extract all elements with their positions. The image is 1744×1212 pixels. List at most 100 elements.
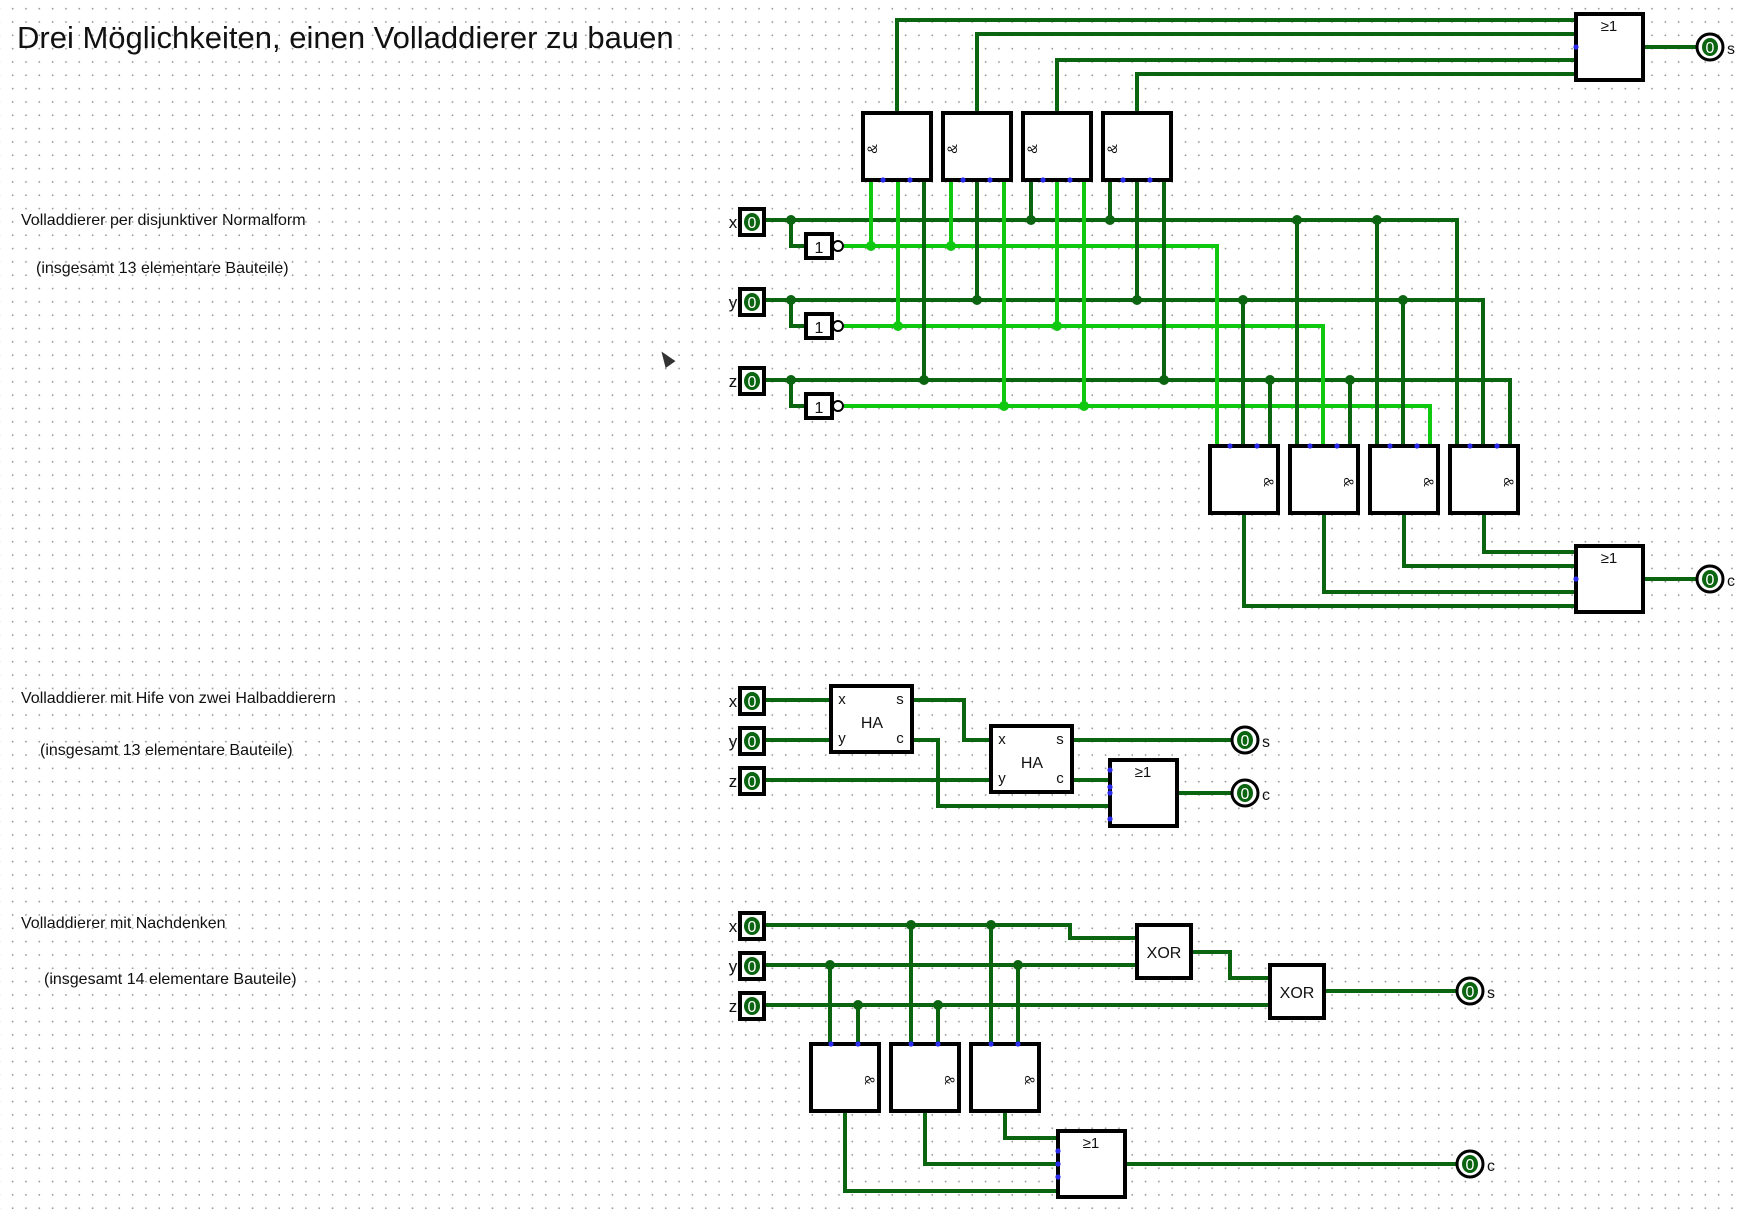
and-gate-3-2[interactable]: [889, 1042, 961, 1113]
or-gate-ha-symbol: ≥1: [1135, 764, 1152, 781]
wire-junction: [1132, 295, 1142, 305]
or-gate-ha[interactable]: [1108, 758, 1179, 828]
and-gate-s-4[interactable]: [1101, 111, 1173, 182]
and-gate-c-3-symbol: &: [1421, 477, 1437, 487]
input-y-3-value: 0: [748, 959, 757, 976]
input-z-2-value: 0: [748, 774, 757, 791]
wire: [1189, 950, 1270, 980]
port-dot: [1414, 443, 1420, 449]
port-dot: [1494, 443, 1500, 449]
and-gate-s-3[interactable]: [1021, 111, 1093, 182]
and-gate-c-3[interactable]: [1368, 444, 1440, 515]
wire-junction: [986, 920, 996, 930]
wire: [1482, 512, 1576, 554]
and-gate-3-2-symbol: &: [942, 1075, 958, 1085]
section-3-heading: Volladdierer mit Nachdenken: [21, 915, 226, 932]
half-adder-1-pin-c: c: [896, 730, 904, 747]
xor-gate-2[interactable]: [1268, 963, 1326, 1020]
port-dot: [1307, 443, 1313, 449]
and-gate-3-1[interactable]: [809, 1042, 881, 1113]
input-x-1-led: [744, 213, 760, 231]
output-c-1-led: [1702, 570, 1718, 588]
wire: [789, 380, 806, 408]
input-y-2-label: y: [729, 732, 738, 751]
section-1-heading: Volladdierer per disjunktiver Normalform: [21, 212, 306, 229]
wire: [1055, 58, 1576, 113]
half-adder-2-pin-x: x: [998, 731, 1006, 748]
port-dot: [960, 177, 966, 183]
output-s-3-label: s: [1487, 985, 1495, 1002]
or-gate-s-1-symbol: ≥1: [1601, 18, 1618, 35]
half-adder-1-label: HA: [861, 715, 884, 732]
and-gate-c-2[interactable]: [1288, 444, 1360, 515]
or-gate-3[interactable]: [1056, 1129, 1127, 1199]
and-gate-s-2[interactable]: [941, 111, 1013, 182]
input-y-2-led: [744, 732, 760, 750]
and-gate-3-1-symbol: &: [862, 1075, 878, 1085]
not-gate-y-inverter-bubble: [832, 320, 844, 332]
section-2-note: (insgesamt 13 elementare Bauteile): [40, 742, 293, 759]
not-gate-z[interactable]: [804, 392, 834, 420]
port-dot: [1573, 44, 1579, 50]
input-z-1-label: z: [729, 372, 738, 391]
input-x-3-value: 0: [748, 919, 757, 936]
wire: [789, 300, 806, 328]
output-c-3-label: c: [1487, 1158, 1495, 1175]
wire: [1322, 512, 1576, 594]
port-dot: [1107, 790, 1113, 796]
and-gate-c-4[interactable]: [1448, 444, 1520, 515]
port-dot: [880, 177, 886, 183]
output-c-1-value: 0: [1706, 572, 1715, 589]
port-dot: [1387, 443, 1393, 449]
port-dot: [1015, 1041, 1021, 1047]
section-2-heading: Volladdierer mit Hife von zwei Halbaddie…: [21, 690, 336, 707]
half-adder-2[interactable]: [989, 724, 1074, 794]
and-gate-c-2-symbol: &: [1341, 477, 1357, 487]
port-dot: [908, 1041, 914, 1047]
input-x-2-led: [744, 692, 760, 710]
not-gate-x[interactable]: [804, 232, 834, 260]
port-dot: [1227, 443, 1233, 449]
port-dot: [1040, 177, 1046, 183]
section-1-note: (insgesamt 13 elementare Bauteile): [36, 260, 289, 277]
and-gate-c-1[interactable]: [1208, 444, 1280, 515]
wire: [895, 18, 1576, 113]
xor-gate-2-label: XOR: [1280, 985, 1315, 1002]
wire-junction: [1026, 215, 1036, 225]
input-y-1-value: 0: [748, 295, 757, 312]
not-gate-z-symbol: 1: [815, 400, 824, 417]
input-y-1-label: y: [729, 293, 738, 312]
and-gate-s-1[interactable]: [861, 111, 933, 182]
wire-junction: [786, 375, 796, 385]
wire-junction: [786, 295, 796, 305]
and-gate-3-3[interactable]: [969, 1042, 1041, 1113]
xor-gate-1[interactable]: [1135, 923, 1193, 980]
wire: [975, 32, 1576, 113]
and-gate-s-1-symbol: &: [864, 144, 880, 154]
wire-junction: [1079, 401, 1089, 411]
and-gate-s-2-symbol: &: [944, 144, 960, 154]
output-s-3-value: 0: [1466, 984, 1475, 1001]
input-y-3-led: [744, 957, 760, 975]
port-dot: [1107, 767, 1113, 773]
port-dot: [987, 177, 993, 183]
output-c-2-value: 0: [1241, 786, 1250, 803]
input-z-1-led: [744, 372, 760, 390]
or-gate-c-1-symbol: ≥1: [1601, 550, 1618, 567]
wire: [752, 298, 1485, 446]
wire-junction: [972, 295, 982, 305]
wire-junction: [1105, 215, 1115, 225]
wire: [789, 220, 806, 248]
not-gate-x-symbol: 1: [815, 240, 824, 257]
wire-junction: [1398, 295, 1408, 305]
port-dot: [1254, 443, 1260, 449]
port-dot: [1334, 443, 1340, 449]
wire-junction: [893, 321, 903, 331]
input-z-3-label: z: [729, 997, 738, 1016]
half-adder-1[interactable]: [829, 684, 914, 754]
port-dot: [1467, 443, 1473, 449]
input-x-3-led: [744, 917, 760, 935]
or-gate-s-1[interactable]: [1574, 12, 1645, 82]
port-dot: [1147, 177, 1153, 183]
